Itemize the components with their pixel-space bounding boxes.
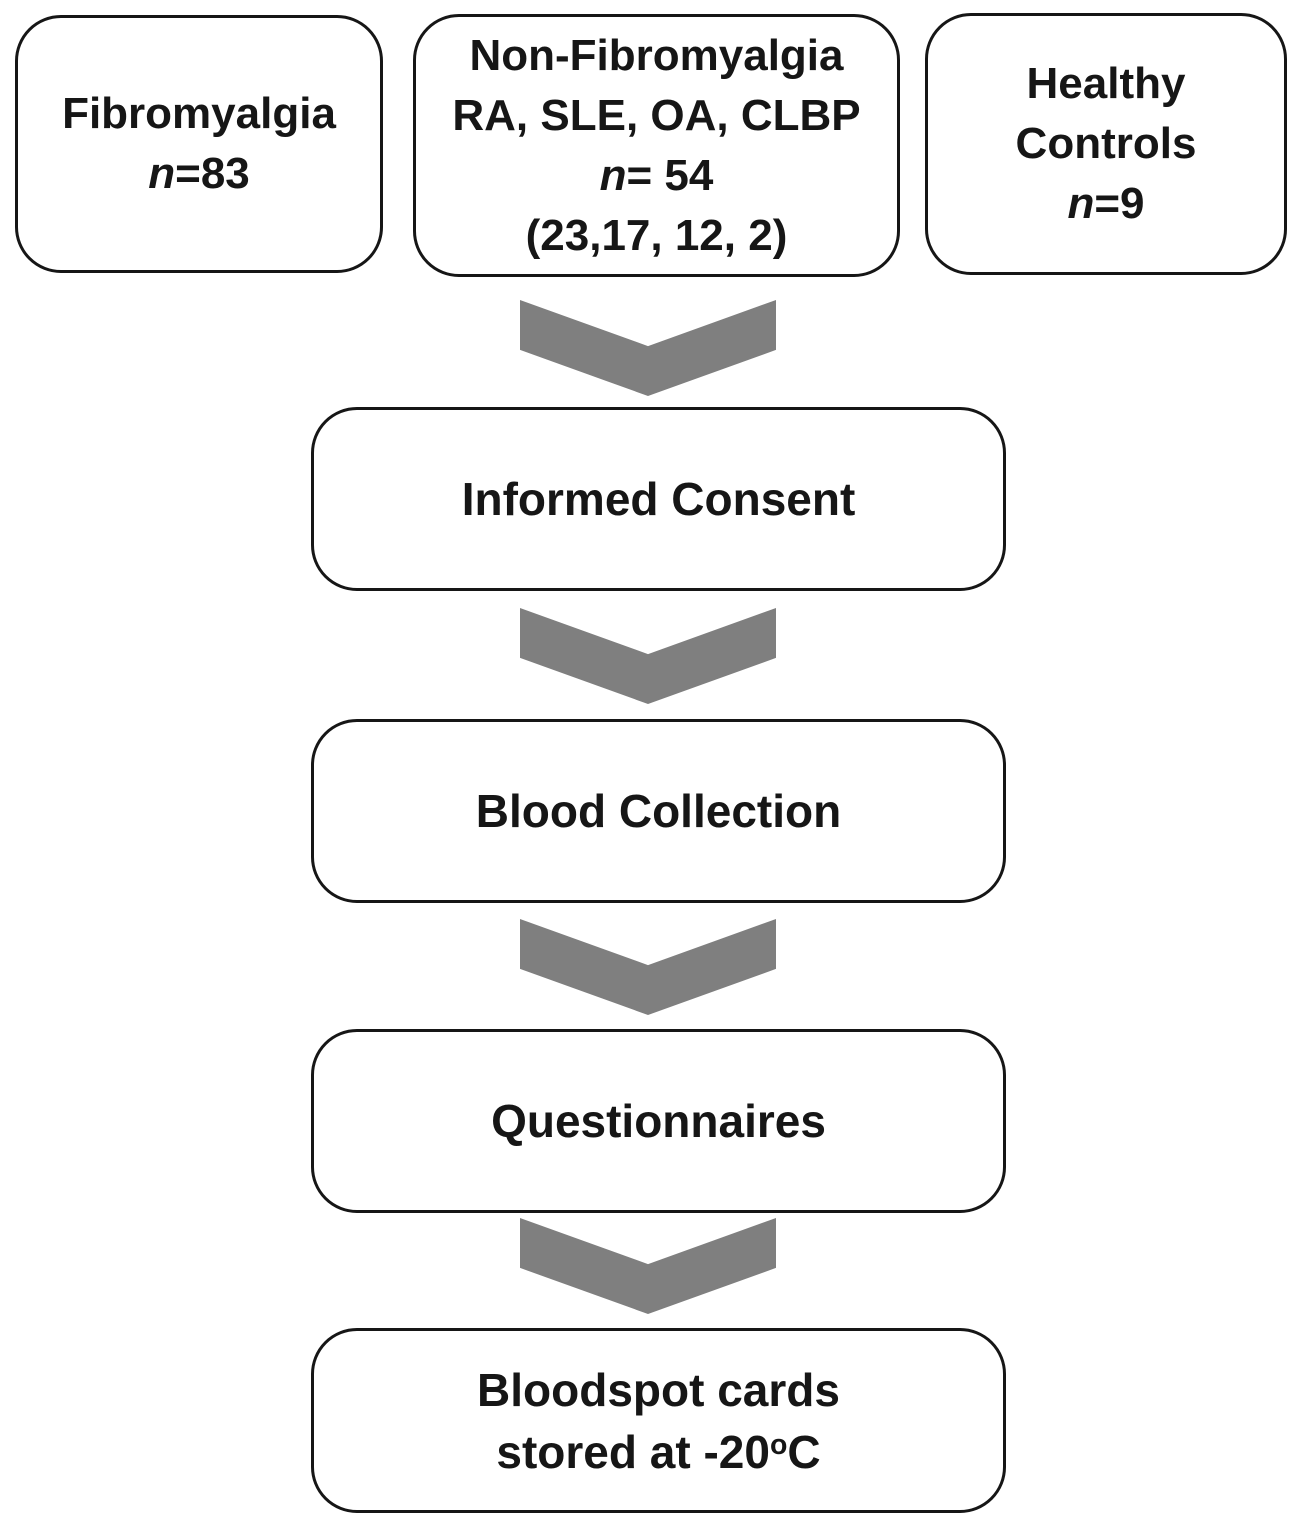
- cohort-box-healthy-controls: Healthy Controls n=9: [925, 13, 1287, 275]
- step-bloodspot-label-line1: Bloodspot cards: [477, 1363, 840, 1416]
- cohort-non-fibromyalgia-subgroup-counts: (23,17, 12, 2): [525, 210, 788, 260]
- step-questionnaires-label: Questionnaires: [491, 1095, 826, 1147]
- cohort-box-fibromyalgia: Fibromyalgia n=83: [15, 15, 383, 273]
- cohort-fibromyalgia-n: n=83: [148, 149, 250, 198]
- cohort-healthy-n: n=9: [1067, 179, 1145, 228]
- step-box-questionnaires: Questionnaires: [311, 1029, 1006, 1213]
- chevron-down-icon: [520, 608, 776, 704]
- step-box-blood-collection: Blood Collection: [311, 719, 1006, 903]
- cohort-non-fibromyalgia-subgroups: RA, SLE, OA, CLBP: [452, 90, 861, 140]
- chevron-down-icon: [520, 300, 776, 396]
- degree-superscript: o: [769, 1428, 788, 1461]
- cohort-non-fibromyalgia-n: n= 54: [599, 150, 714, 200]
- step-box-bloodspot-cards: Bloodspot cards stored at -20oC: [311, 1328, 1006, 1513]
- cohort-box-non-fibromyalgia: Non-Fibromyalgia RA, SLE, OA, CLBP n= 54…: [413, 14, 900, 277]
- chevron-down-icon: [520, 1218, 776, 1314]
- cohort-healthy-label-line2: Controls: [1015, 119, 1197, 168]
- step-informed-consent-label: Informed Consent: [461, 473, 856, 525]
- cohort-healthy-label-line1: Healthy: [1026, 59, 1186, 108]
- step-bloodspot-label-line2: stored at -20oC: [496, 1425, 821, 1478]
- cohort-fibromyalgia-label: Fibromyalgia: [62, 89, 336, 138]
- chevron-down-icon: [520, 919, 776, 1015]
- cohort-non-fibromyalgia-label: Non-Fibromyalgia: [469, 30, 844, 80]
- step-box-informed-consent: Informed Consent: [311, 407, 1006, 591]
- step-blood-collection-label: Blood Collection: [475, 785, 842, 837]
